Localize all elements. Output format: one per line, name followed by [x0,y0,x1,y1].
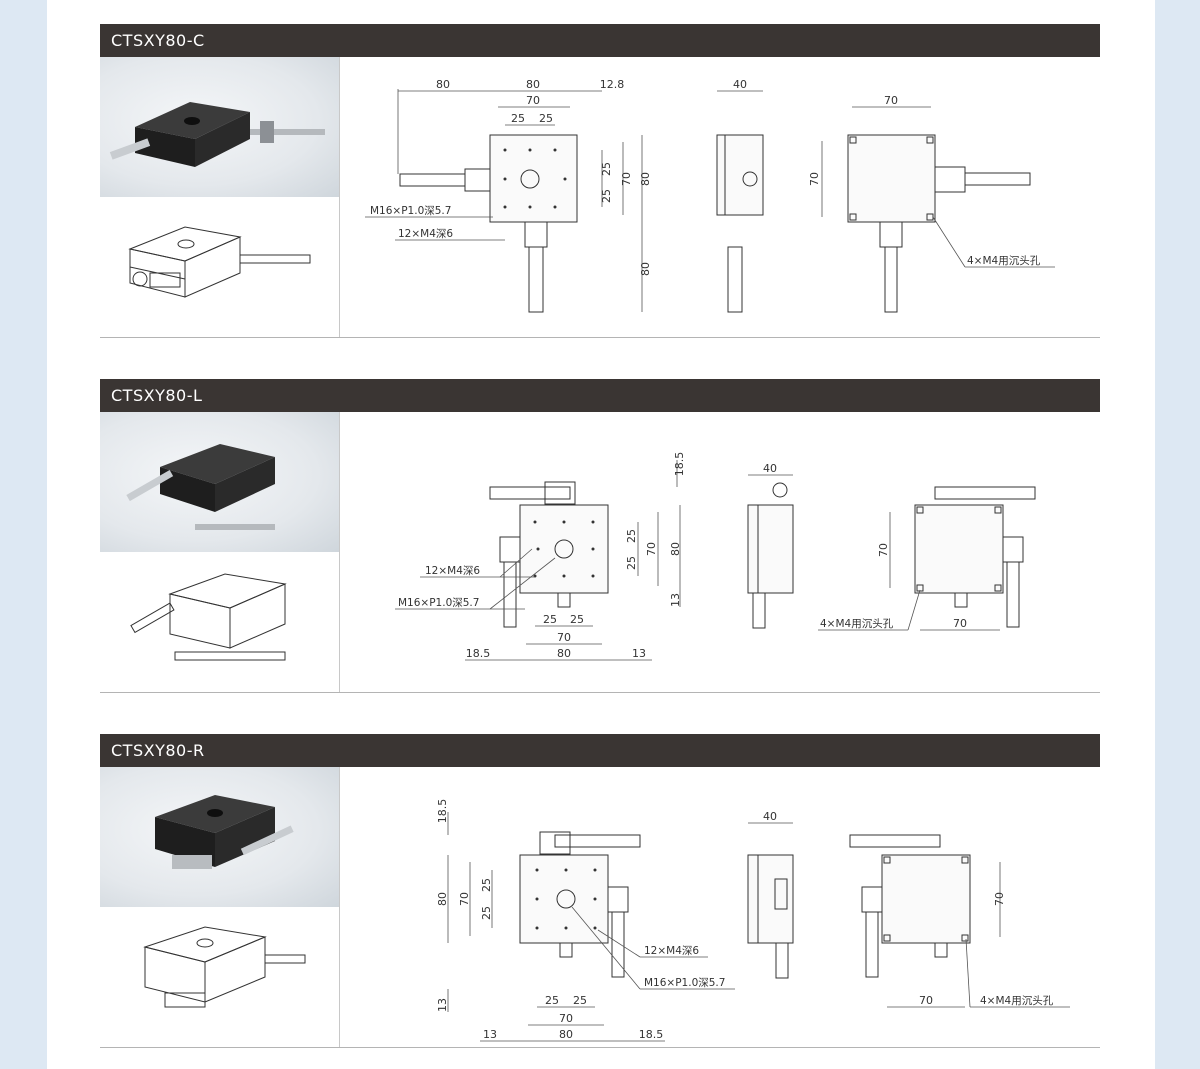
product-line-drawing [100,197,339,337]
dimension-drawing: 80 80 12.8 70 25 25 25 25 70 80 80 M16×P… [340,57,1100,337]
product-images [100,412,340,692]
section-title: CTSXY80-L [100,379,1100,412]
dim-bottom-right: 13 [632,647,646,660]
dim-right-offset: 12.8 [600,78,625,91]
dim-horiz-25-b: 25 [573,994,587,1007]
dim-top-18-5: 18.5 [436,799,449,824]
dim-vert-25-b: 25 [600,189,613,203]
dim-left-width: 80 [436,78,450,91]
dim-vert-25-b: 25 [480,906,493,920]
section-title: CTSXY80-R [100,734,1100,767]
dim-vert-25-a: 25 [480,878,493,892]
dim-top-18-5: 18.5 [673,452,686,477]
product-images [100,57,340,337]
note-thread: M16×P1.0深5.7 [398,597,479,609]
dim-bottom-left: 18.5 [466,647,491,660]
note-counter: 4×M4用沉头孔 [820,617,894,630]
dim-bottom-80: 80 [639,262,652,276]
back-height-70: 70 [808,172,821,186]
dim-horiz-25-b: 25 [570,613,584,626]
side-width-40: 40 [733,78,747,91]
dim-inner-70: 70 [526,94,540,107]
dim-vert-25-a: 25 [625,529,638,543]
dim-vert-25-b: 25 [625,556,638,570]
dim-horiz-70: 70 [559,1012,573,1025]
section-body: 80 80 12.8 70 25 25 25 25 70 80 80 M16×P… [100,57,1100,338]
product-line-drawing [100,907,339,1047]
back-width-70: 70 [884,94,898,107]
page: CTSXY80-C [47,0,1155,1069]
dim-bottom-13: 13 [436,998,449,1012]
dim-vert-80: 80 [436,892,449,906]
dim-vert-70: 70 [458,892,471,906]
dim-bottom-13: 13 [669,593,682,607]
dim-bottom-left: 13 [483,1028,497,1041]
section-body: 18.5 80 70 25 25 13 25 25 70 13 80 18.5 [100,767,1100,1048]
dim-bottom-right: 18.5 [639,1028,664,1041]
product-render-image [100,767,339,907]
dim-center-width: 80 [526,78,540,91]
side-width-40: 40 [763,810,777,823]
dim-vert-70: 70 [645,542,658,556]
back-height-70: 70 [993,892,1006,906]
dim-pitch-25-b: 25 [539,112,553,125]
product-line-drawing [100,552,339,692]
dim-vert-80: 80 [639,172,652,186]
section-body: 18.5 25 25 70 80 13 25 25 70 18.5 80 13 [100,412,1100,693]
dim-vert-80: 80 [669,542,682,556]
dim-bottom-80: 80 [559,1028,573,1041]
back-width-70: 70 [953,617,967,630]
dim-bottom-80: 80 [557,647,571,660]
note-counter: 4×M4用沉头孔 [980,994,1054,1007]
note-holes: 12×M4深6 [425,565,480,577]
dim-vert-25-a: 25 [600,162,613,176]
product-images [100,767,340,1047]
note-counter: 4×M4用沉头孔 [967,254,1041,267]
dim-horiz-25-a: 25 [545,994,559,1007]
product-render-image [100,412,339,552]
back-height-70: 70 [877,543,890,557]
section-title: CTSXY80-C [100,24,1100,57]
back-width-70: 70 [919,994,933,1007]
product-render-image [100,57,339,197]
dim-horiz-25-a: 25 [543,613,557,626]
dim-vert-70: 70 [620,172,633,186]
dimension-drawing: 18.5 25 25 70 80 13 25 25 70 18.5 80 13 [340,412,1100,692]
note-holes: 12×M4深6 [398,228,453,240]
note-thread: M16×P1.0深5.7 [370,205,451,217]
side-width-40: 40 [763,462,777,475]
dim-pitch-25-a: 25 [511,112,525,125]
dim-horiz-70: 70 [557,631,571,644]
dimension-drawing: 18.5 80 70 25 25 13 25 25 70 13 80 18.5 [340,767,1100,1047]
note-holes: 12×M4深6 [644,945,699,957]
note-thread: M16×P1.0深5.7 [644,977,725,989]
